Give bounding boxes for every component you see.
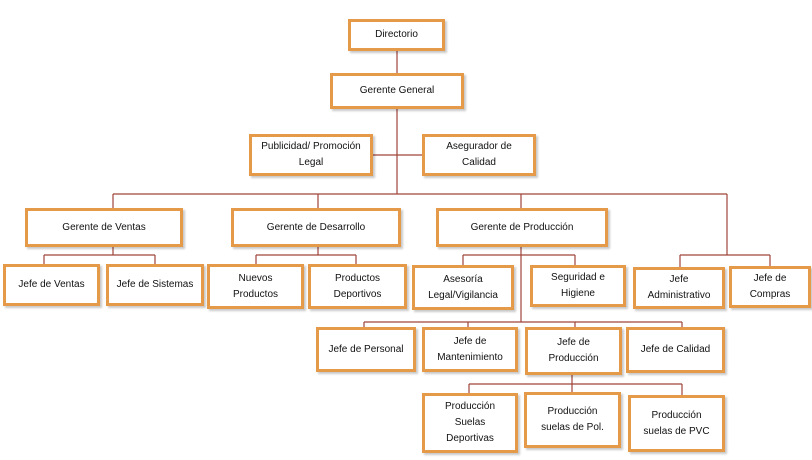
node-asegurador-de-calidad: Asegurador de Calidad (422, 134, 536, 176)
node-gerente-de-desarrollo: Gerente de Desarrollo (231, 208, 401, 247)
node-produccion-suelas-deportivas: Producción Suelas Deportivas (422, 393, 518, 453)
node-productos-deportivos: Productos Deportivos (308, 264, 407, 309)
node-jefe-de-mantenimiento: Jefe de Mantenimiento (422, 327, 518, 372)
node-jefe-administrativo: Jefe Administrativo (633, 267, 725, 309)
node-produccion-suelas-de-pvc: Producción suelas de PVC (628, 395, 725, 452)
node-gerente-general: Gerente General (330, 73, 464, 109)
node-jefe-de-ventas: Jefe de Ventas (3, 264, 100, 306)
node-jefe-de-personal: Jefe de Personal (316, 327, 416, 372)
node-gerente-de-produccion: Gerente de Producción (436, 208, 608, 247)
node-nuevos-productos: Nuevos Productos (207, 264, 304, 309)
node-directorio: Directorio (348, 19, 445, 51)
node-gerente-de-ventas: Gerente de Ventas (25, 208, 183, 247)
node-produccion-suelas-de-pol: Producción suelas de Pol. (524, 392, 621, 448)
node-publicidad-promocion-legal: Publicidad/ Promoción Legal (249, 134, 373, 176)
node-seguridad-e-higiene: Seguridad e Higiene (530, 265, 626, 307)
node-jefe-de-produccion: Jefe de Producción (525, 327, 622, 375)
node-asesoria-legal-vigilancia: Asesoría Legal/Vigilancia (412, 265, 514, 310)
node-jefe-de-sistemas: Jefe de Sistemas (106, 264, 204, 306)
node-jefe-de-compras: Jefe de Compras (729, 266, 811, 308)
node-jefe-de-calidad: Jefe de Calidad (626, 327, 725, 373)
